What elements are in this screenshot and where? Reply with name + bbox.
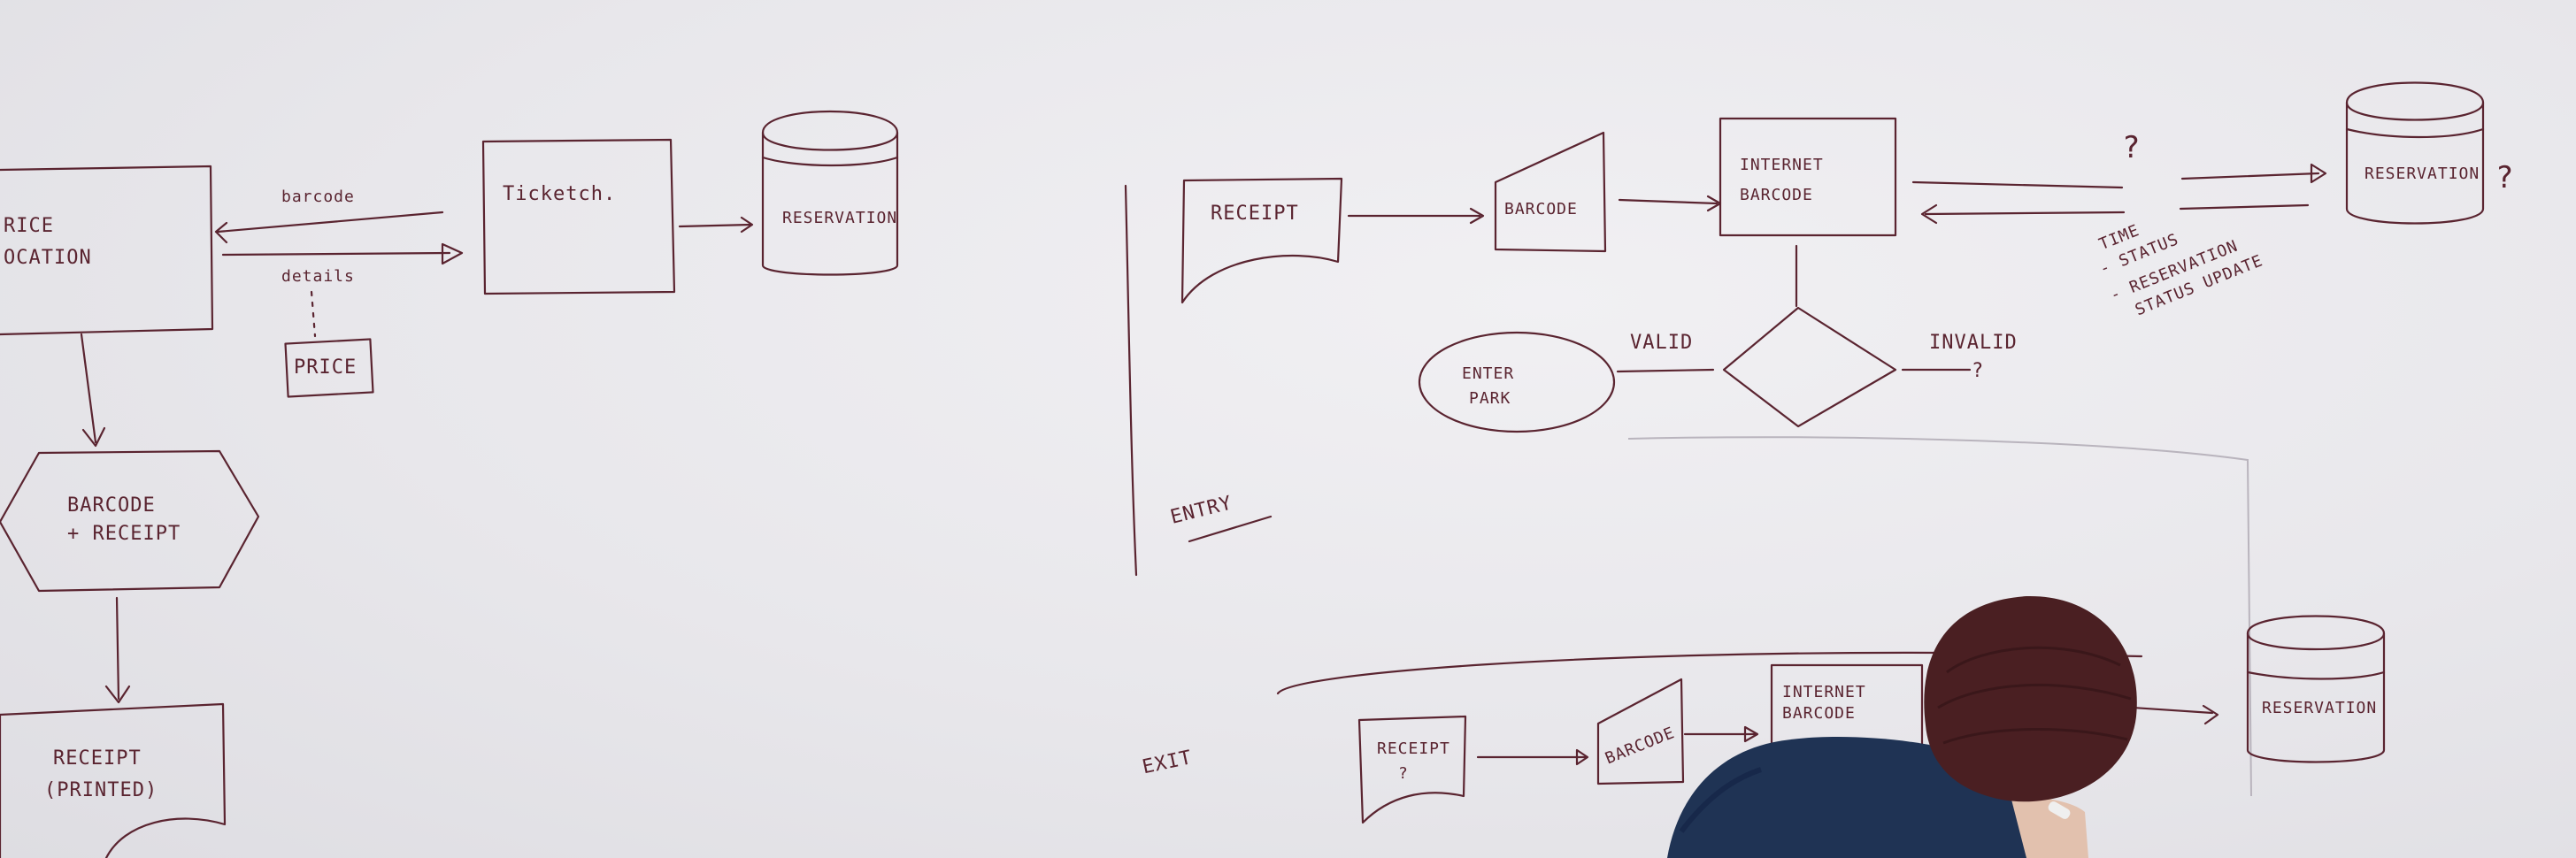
person-shirt-fold (1679, 767, 1762, 833)
exit-reservation-band (2246, 670, 2386, 680)
barcode-arrowhead (214, 221, 228, 244)
price-location-line2: OCATION (4, 247, 92, 269)
barcode-receipt-line1: BARCODE (67, 494, 156, 517)
entry-barcode-label: BARCODE (1504, 200, 1578, 218)
exit-internet-line1: INTERNET (1782, 683, 1866, 701)
price-box-label: PRICE (294, 356, 357, 379)
reservation-notes: TIME - STATUS - RESERVATION STATUS UPDAT… (2096, 221, 2265, 319)
receipt-to-barcode-head (1469, 207, 1485, 225)
price-box (284, 338, 374, 398)
question-to-internet-head (1920, 203, 1938, 225)
left-flow: RICE OCATION barcode details PRICE Ticke… (0, 111, 899, 858)
valid-label: VALID (1630, 332, 1693, 354)
entry-reservation-band (2345, 127, 2485, 139)
exit-reservation-label: RESERVATION (2262, 699, 2377, 717)
reservation-db-left (761, 111, 899, 276)
exit-to-db-arrowhead (2202, 704, 2219, 725)
barcode-receipt-hexagon (0, 449, 260, 593)
exit-receipt-arrowhead (1575, 748, 1589, 766)
entry-internet-line2: BARCODE (1740, 186, 1813, 204)
person-drawing-on-board (1667, 595, 2137, 858)
exit-barcode-label: BARCODE (1603, 724, 1678, 769)
receipt-printed-line1: RECEIPT (53, 747, 142, 770)
receipt-printed-line2: (PRINTED) (44, 779, 158, 801)
barcode-label: barcode (281, 188, 355, 206)
entry-question-mark: ? (2122, 130, 2141, 165)
entry-label-group: ENTRY (1168, 492, 1234, 528)
validity-diamond (1722, 306, 1897, 428)
details-arrowhead (441, 242, 464, 265)
beanie-knit-line-2 (1937, 683, 2132, 709)
internet-to-question-line (1911, 180, 2124, 189)
entry-label: ENTRY (1168, 492, 1234, 528)
price-location-line1: RICE (4, 215, 54, 237)
ticketing-label: Ticketch. (503, 183, 616, 205)
entry-barcode-box (1494, 131, 1607, 253)
entry-internet-line1: INTERNET (1740, 156, 1824, 174)
exit-to-db-arrow (2131, 706, 2214, 715)
valid-line (1616, 368, 1715, 373)
barcode-to-internet-arrow (1618, 198, 1719, 205)
from-reservation-line (2179, 203, 2310, 211)
marker-pen (2048, 801, 2071, 819)
ticketing-box (481, 138, 676, 295)
exit-reservation-rim (2246, 632, 2386, 651)
enter-park-ellipse (1418, 331, 1616, 433)
exit-receipt-line2: ? (1398, 764, 1409, 783)
enter-park-line1: ENTER (1462, 364, 1514, 383)
erased-ghost-line (1627, 436, 2252, 797)
exit-receipt-line1: RECEIPT (1377, 739, 1450, 758)
invalid-question: ? (1972, 360, 1984, 382)
entry-reservation-rim (2345, 101, 2485, 121)
enter-park-line2: PARK (1469, 389, 1511, 408)
db-question-mark: ? (2495, 160, 2514, 195)
reservation-db-left-rim (761, 131, 899, 151)
entry-underline (1188, 515, 1273, 543)
entry-internet-barcode-box (1719, 117, 1897, 237)
exit-receipt-box (1357, 715, 1467, 824)
details-dotted-line (310, 290, 317, 338)
invalid-label: INVALID (1929, 332, 2018, 354)
exit-barcode-box (1596, 678, 1685, 785)
ticketing-to-db-arrow (678, 223, 752, 228)
receipt-printed-box (0, 702, 227, 858)
person-beanie (1924, 595, 2137, 802)
reservation-db-left-label: RESERVATION (782, 209, 897, 227)
reservation-db-left-band (761, 156, 899, 167)
exit-flow: EXIT RECEIPT ? BARCODE INTERNET BARCODE … (1141, 615, 2386, 824)
exit-barcode-arrowhead (1743, 725, 1759, 743)
entry-receipt-box (1180, 177, 1343, 304)
details-label: details (281, 267, 355, 286)
down-arrow-1-head (81, 426, 106, 448)
ticketing-to-db-arrowhead (740, 216, 754, 234)
section-divider (1124, 184, 1138, 577)
exit-barcode-label-group: BARCODE (1603, 724, 1678, 769)
exit-internet-line2: BARCODE (1782, 704, 1856, 723)
beanie-knit-line-3 (1942, 727, 2128, 745)
barcode-arrow (216, 211, 444, 234)
exit-bracket-line (1276, 651, 2143, 695)
to-reservation-arrow (2180, 172, 2320, 180)
question-to-internet-arrow (1924, 211, 2126, 216)
down-arrow-2-head (104, 685, 131, 704)
entry-reservation-db (2345, 81, 2485, 225)
down-arrow-1 (80, 333, 97, 444)
exit-label: EXIT (1141, 747, 1195, 778)
price-location-box (0, 165, 214, 336)
down-arrow-2 (115, 596, 120, 701)
barcode-receipt-line2: + RECEIPT (67, 523, 181, 545)
beanie-knit-line-1 (1946, 646, 2121, 674)
to-reservation-head (2310, 163, 2327, 184)
exit-label-group: EXIT (1141, 747, 1195, 778)
exit-reservation-db (2246, 615, 2386, 763)
entry-receipt-label: RECEIPT (1211, 203, 1299, 225)
details-arrow (221, 251, 451, 257)
entry-reservation-label: RESERVATION (2365, 165, 2480, 183)
